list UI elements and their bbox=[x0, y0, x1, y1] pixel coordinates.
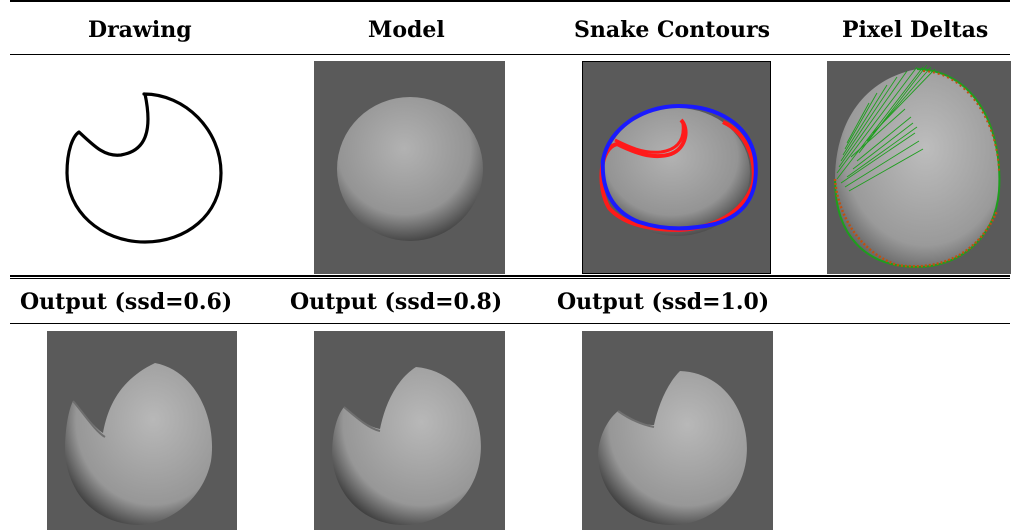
header-rule bbox=[10, 54, 1010, 55]
output-label-2: Output (ssd=0.8) bbox=[290, 289, 503, 315]
output-label-1: Output (ssd=0.6) bbox=[20, 289, 233, 315]
output-label-3: Output (ssd=1.0) bbox=[557, 289, 770, 315]
output-panel-3 bbox=[582, 331, 773, 530]
mid-rule-1 bbox=[10, 275, 1010, 277]
pixel-deltas-panel bbox=[827, 61, 1011, 274]
output-panel-1 bbox=[47, 331, 237, 530]
snake-contours-panel bbox=[582, 61, 771, 274]
drawing-figure bbox=[55, 80, 235, 250]
blue-contour bbox=[600, 103, 758, 231]
output-panel-2 bbox=[314, 331, 505, 530]
header-model: Model bbox=[368, 17, 445, 43]
mid-rule-2 bbox=[10, 278, 1010, 279]
output-header-rule bbox=[10, 323, 1010, 324]
header-pixel-deltas: Pixel Deltas bbox=[842, 17, 989, 43]
header-drawing: Drawing bbox=[88, 17, 192, 43]
header-snake-contours: Snake Contours bbox=[574, 17, 771, 43]
model-panel bbox=[314, 61, 505, 274]
top-rule bbox=[10, 0, 1010, 2]
